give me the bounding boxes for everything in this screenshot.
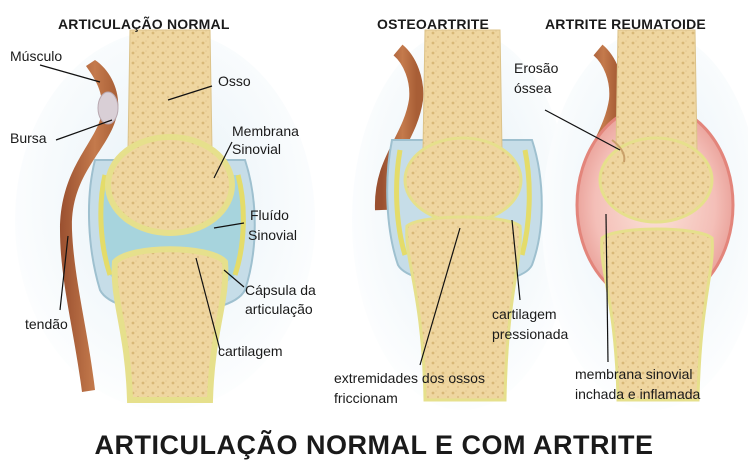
- label-erosao-1: Erosão: [514, 60, 558, 76]
- label-osso: Osso: [218, 73, 251, 89]
- label-capsula-1: Cápsula da: [245, 282, 316, 298]
- label-membrana-inchada-2: inchada e inflamada: [575, 386, 700, 402]
- heading-normal: ARTICULAÇÃO NORMAL: [58, 16, 230, 32]
- label-erosao-2: óssea: [514, 80, 551, 96]
- upper-condyle-osteo: [405, 138, 521, 222]
- heading-reuma: ARTRITE REUMATOIDE: [545, 16, 706, 32]
- heading-osteo: OSTEOARTRITE: [377, 16, 489, 32]
- label-fluido-2: Sinovial: [248, 227, 297, 243]
- label-musculo: Músculo: [10, 48, 62, 64]
- main-title: ARTICULAÇÃO NORMAL E COM ARTRITE: [0, 430, 748, 461]
- upper-bone-osteo: [423, 30, 502, 150]
- label-membrana-inchada-1: membrana sinovial: [575, 366, 693, 382]
- label-membrana-2: Sinovial: [232, 141, 281, 157]
- label-cartilagem-press-1: cartilagem: [492, 306, 557, 322]
- bursa-shape: [98, 92, 118, 124]
- upper-condyle-reuma: [600, 138, 712, 222]
- label-extremidades-2: friccionam: [334, 390, 398, 406]
- label-membrana-1: Membrana: [232, 123, 299, 139]
- upper-condyle: [108, 137, 232, 233]
- label-extremidades-1: extremidades dos ossos: [334, 370, 485, 386]
- label-cartilagem: cartilagem: [218, 343, 283, 359]
- label-cartilagem-press-2: pressionada: [492, 326, 568, 342]
- lower-bone: [115, 249, 226, 400]
- label-fluido-1: Fluído: [250, 207, 289, 223]
- upper-bone-reuma: [616, 30, 697, 150]
- label-capsula-2: articulação: [245, 301, 313, 317]
- label-bursa: Bursa: [10, 130, 47, 146]
- label-tendao: tendão: [25, 316, 68, 332]
